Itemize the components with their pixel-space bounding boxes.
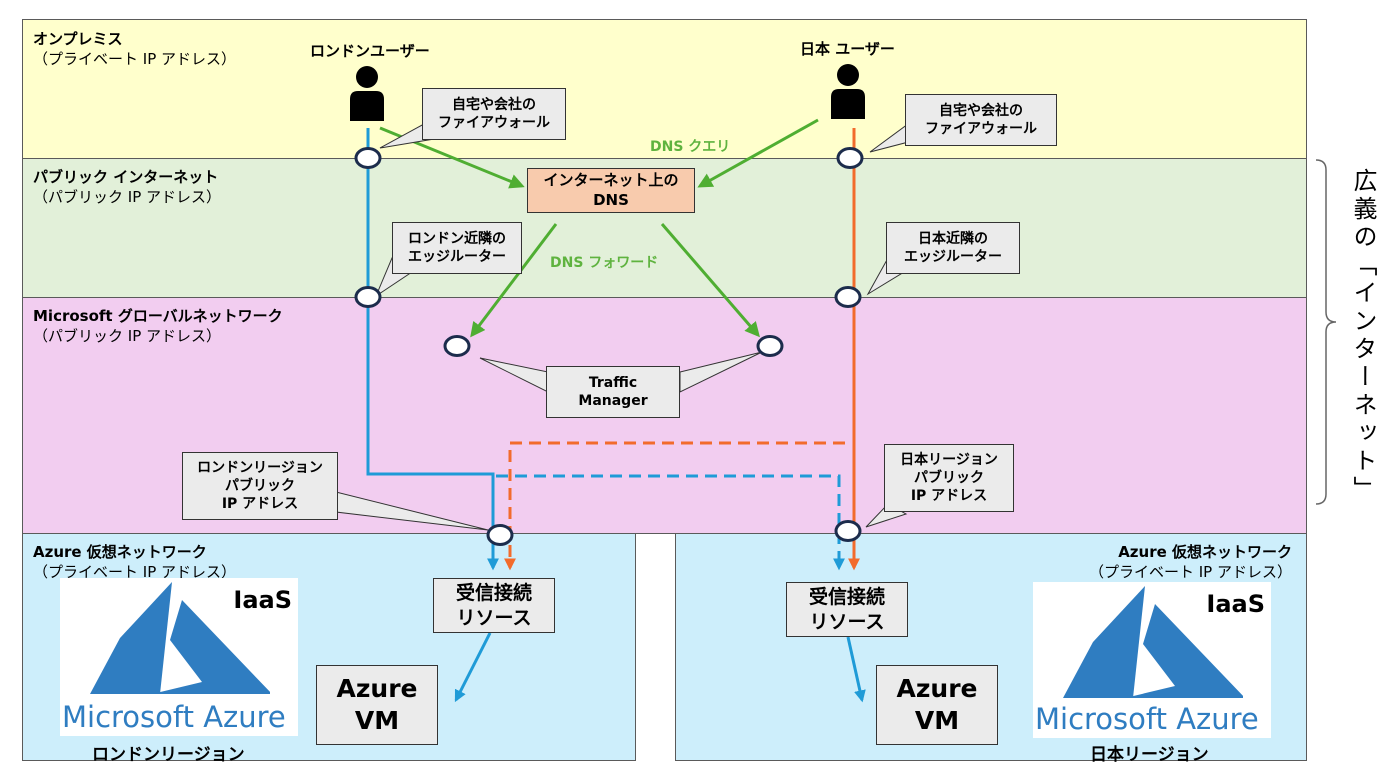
london-region-ip-callout: ロンドンリージョン パブリック IP アドレス — [182, 452, 338, 520]
node-tm-right — [756, 335, 784, 357]
node-london-edge — [354, 286, 382, 308]
public-internet-subtitle: （パブリック IP アドレス） — [33, 188, 222, 206]
node-japan-region-ip — [834, 520, 862, 542]
azure-brand-left: Microsoft Azure — [62, 700, 286, 734]
london-region-label: ロンドンリージョン — [92, 745, 245, 765]
dns-query-arrow-japan — [697, 118, 819, 188]
azure-logo-right: IaaS Microsoft Azure — [1033, 582, 1271, 738]
node-japan-edge — [834, 286, 862, 308]
node-tm-left — [443, 335, 471, 357]
japan-region-ip-callout: 日本リージョン パブリック IP アドレス — [884, 444, 1014, 512]
firewall-right-callout: 自宅や会社の ファイアウォール — [905, 94, 1057, 146]
azure-logo-left: IaaS Microsoft Azure — [60, 578, 298, 736]
london-user-icon — [350, 66, 384, 121]
iaas-label-left: IaaS — [233, 586, 292, 614]
azure-mark-right-icon — [1063, 586, 1243, 698]
dns-forward-label: DNS フォワード — [550, 255, 659, 271]
onprem-title: オンプレミス — [33, 30, 123, 48]
left-receiver-box: 受信接続 リソース — [433, 578, 555, 633]
azure-vnet-right-subtitle: （プライベート IP アドレス） — [1088, 563, 1292, 581]
dns-forward-arrow-right — [660, 223, 760, 338]
japan-user-icon — [831, 64, 865, 119]
london-region-ip-pointer — [335, 491, 489, 531]
tm-pointer-right — [679, 351, 763, 393]
london-route-line — [366, 128, 499, 571]
side-label-broad-internet: 広義の「インターネット」 — [1349, 168, 1377, 504]
node-london-firewall — [354, 147, 382, 169]
left-receiver-to-vm-arrow — [454, 632, 492, 703]
japan-to-london-dashed — [504, 441, 845, 571]
london-user-label: ロンドンユーザー — [310, 42, 430, 60]
dns-forward-arrow-left — [470, 223, 558, 338]
azure-vnet-left-title: Azure 仮想ネットワーク — [33, 543, 207, 561]
ms-global-subtitle: （パブリック IP アドレス） — [33, 327, 222, 345]
azure-vnet-left-subtitle: （プライベート IP アドレス） — [33, 563, 237, 581]
left-azure-vm-box: Azure VM — [316, 665, 438, 745]
public-internet-title: パブリック インターネット — [33, 168, 219, 186]
traffic-manager-callout: Traffic Manager — [546, 366, 680, 418]
ms-global-title: Microsoft グローバルネットワーク — [33, 307, 283, 325]
japan-user-label: 日本 ユーザー — [800, 40, 895, 58]
azure-mark-left-icon — [90, 582, 270, 694]
edge-japan-callout: 日本近隣の エッジルーター — [886, 222, 1020, 274]
japan-region-label: 日本リージョン — [1090, 745, 1209, 765]
internet-dns-box: インターネット上の DNS — [527, 168, 695, 213]
onprem-subtitle: （プライベート IP アドレス） — [33, 50, 237, 68]
azure-vnet-right-title: Azure 仮想ネットワーク — [1118, 543, 1292, 561]
azure-brand-right: Microsoft Azure — [1035, 702, 1259, 736]
right-receiver-box: 受信接続 リソース — [786, 582, 908, 637]
node-london-region-ip — [486, 524, 514, 546]
node-japan-firewall — [836, 147, 864, 169]
dns-query-label: DNS クエリ — [650, 139, 731, 155]
iaas-label-right: IaaS — [1206, 590, 1265, 618]
tm-pointer-left — [479, 357, 549, 393]
edge-london-callout: ロンドン近隣の エッジルーター — [392, 222, 522, 274]
right-receiver-to-vm-arrow — [846, 636, 866, 703]
firewall-left-callout: 自宅や会社の ファイアウォール — [422, 88, 566, 140]
london-to-japan-dashed — [496, 474, 845, 571]
right-azure-vm-box: Azure VM — [876, 665, 998, 745]
onprem-band — [22, 19, 1307, 159]
